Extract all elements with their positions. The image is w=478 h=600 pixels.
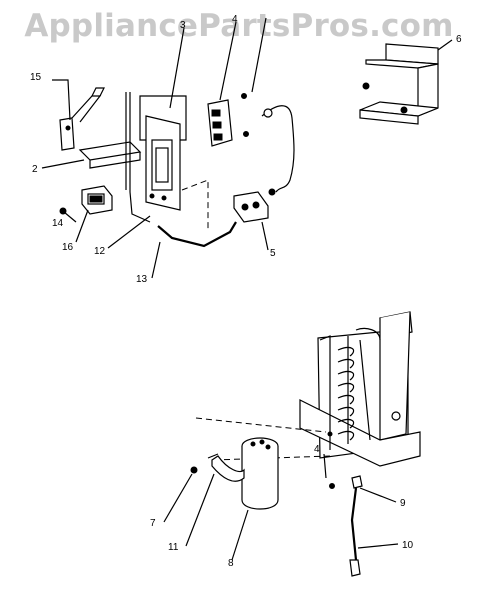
callout-16: 16: [62, 242, 74, 253]
part-7-screw[interactable]: [190, 466, 198, 474]
part-10-drain-tube[interactable]: [349, 487, 361, 577]
callout-9: 9: [400, 498, 406, 509]
coil-assembly[interactable]: [299, 311, 421, 467]
callout-labels: 15 2 3 4 6 5 14 16 12 13 4 9 10 7 11 8: [30, 14, 462, 569]
part-16-switch[interactable]: [81, 185, 113, 215]
callout-15: 15: [30, 72, 42, 83]
callout-4-lower: 4: [314, 444, 320, 455]
leader-lines: [41, 17, 453, 561]
callout-5: 5: [270, 248, 276, 259]
callout-3: 3: [180, 20, 186, 31]
part-11-strap[interactable]: [207, 453, 245, 482]
part-5-relay[interactable]: [233, 191, 269, 223]
part-2-tray[interactable]: [78, 141, 142, 169]
callout-4-upper: 4: [232, 14, 238, 25]
callout-2: 2: [32, 164, 38, 175]
part-4-terminal-block[interactable]: [207, 93, 249, 147]
callout-12: 12: [94, 246, 106, 257]
callout-8: 8: [228, 558, 234, 569]
callout-6: 6: [456, 34, 462, 45]
part-9-fitting[interactable]: [329, 475, 363, 489]
part-6-mounting-bracket[interactable]: [359, 43, 439, 125]
callout-13: 13: [136, 274, 148, 285]
callout-10: 10: [402, 540, 414, 551]
watermark-text: AppliancePartsPros.com: [24, 8, 454, 44]
callout-7: 7: [150, 518, 156, 529]
callout-14: 14: [52, 218, 64, 229]
coil-fins: [337, 346, 355, 441]
part-15-bracket[interactable]: [59, 87, 105, 151]
part-3-control-plate[interactable]: [125, 92, 187, 211]
callout-11: 11: [168, 542, 179, 553]
part-8-capacitor[interactable]: [241, 437, 279, 510]
